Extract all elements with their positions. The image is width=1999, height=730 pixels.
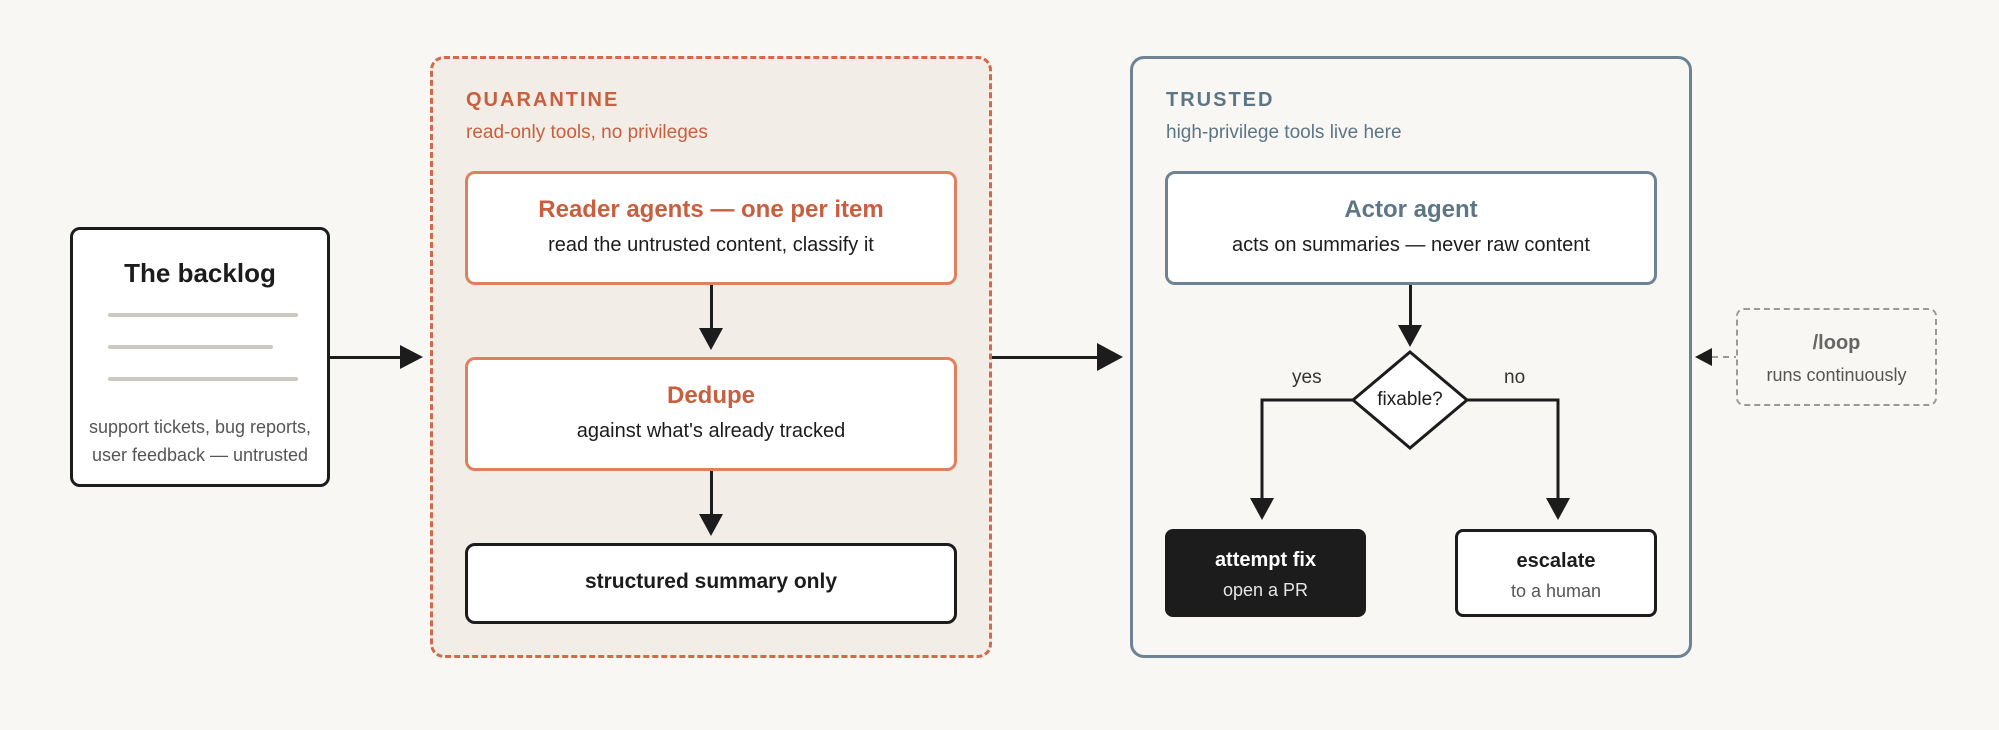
attempt-fix-subtitle: open a PR: [1222, 580, 1309, 600]
reader-agents-title: Reader agents — one per item: [538, 196, 884, 223]
actor-agent-node: Actor agent acts on summaries — never ra…: [1165, 171, 1657, 285]
arrow-backlog-to-quarantine: [330, 356, 402, 359]
backlog-node: The backlog support tickets, bug reports…: [70, 227, 330, 487]
dedupe-subtitle: against what's already tracked: [576, 420, 846, 442]
attempt-fix-title: attempt fix: [1214, 549, 1317, 571]
dedupe-title: Dedupe: [666, 382, 755, 409]
no-label: no: [1504, 367, 1526, 388]
trusted-sublabel: high-privilege tools live here: [1166, 122, 1402, 143]
backlog-line-1: [108, 313, 298, 317]
quarantine-sublabel: read-only tools, no privileges: [466, 122, 708, 143]
trusted-label: TRUSTED: [1166, 89, 1275, 111]
arrow-head-decision: [1398, 325, 1422, 347]
escalate-node: escalate to a human: [1455, 529, 1657, 617]
backlog-line-2: [108, 345, 273, 349]
no-branch-line: [1467, 398, 1560, 500]
decision-label: fixable?: [1377, 389, 1443, 410]
backlog-line-3: [108, 377, 298, 381]
actor-agent-title: Actor agent: [1344, 196, 1478, 223]
arrow-head-loop: [1695, 348, 1712, 366]
dedupe-node: Dedupe against what's already tracked: [465, 357, 957, 471]
arrow-head-escalate: [1546, 498, 1570, 520]
arrow-actor-to-decision: [1409, 285, 1412, 327]
reader-agents-node: Reader agents — one per item read the un…: [465, 171, 957, 285]
arrow-quarantine-to-trusted: [992, 356, 1100, 359]
arrow-head-summary: [699, 514, 723, 536]
backlog-subtitle-line-2: user feedback — untrusted: [91, 445, 309, 465]
yes-branch-line: [1260, 398, 1353, 500]
actor-agent-subtitle: acts on summaries — never raw content: [1232, 234, 1590, 256]
escalate-title: escalate: [1516, 550, 1596, 572]
decision-diamond: [1350, 350, 1470, 450]
loop-node: /loop runs continuously: [1736, 308, 1937, 406]
arrow-head-dedupe: [699, 328, 723, 350]
arrow-reader-to-dedupe: [710, 285, 713, 330]
backlog-subtitle-line-1: support tickets, bug reports,: [88, 417, 312, 437]
attempt-fix-node: attempt fix open a PR: [1165, 529, 1366, 617]
reader-agents-subtitle: read the untrusted content, classify it: [548, 234, 874, 256]
structured-summary-node: structured summary only: [465, 543, 957, 624]
backlog-title: The backlog: [124, 258, 276, 288]
arrow-head-fix: [1250, 498, 1274, 520]
structured-summary-title: structured summary only: [584, 570, 838, 593]
loop-subtitle: runs continuously: [1766, 365, 1907, 385]
backlog-subtitle: support tickets, bug reports, user feedb…: [73, 413, 327, 469]
yes-label: yes: [1292, 367, 1322, 388]
loop-title: /loop: [1812, 332, 1861, 354]
quarantine-label: QUARANTINE: [466, 89, 620, 111]
escalate-subtitle: to a human: [1510, 581, 1602, 601]
arrow-head-backlog: [400, 345, 423, 369]
arrow-dedupe-to-summary: [710, 471, 713, 516]
arrow-head-trusted: [1097, 343, 1123, 371]
